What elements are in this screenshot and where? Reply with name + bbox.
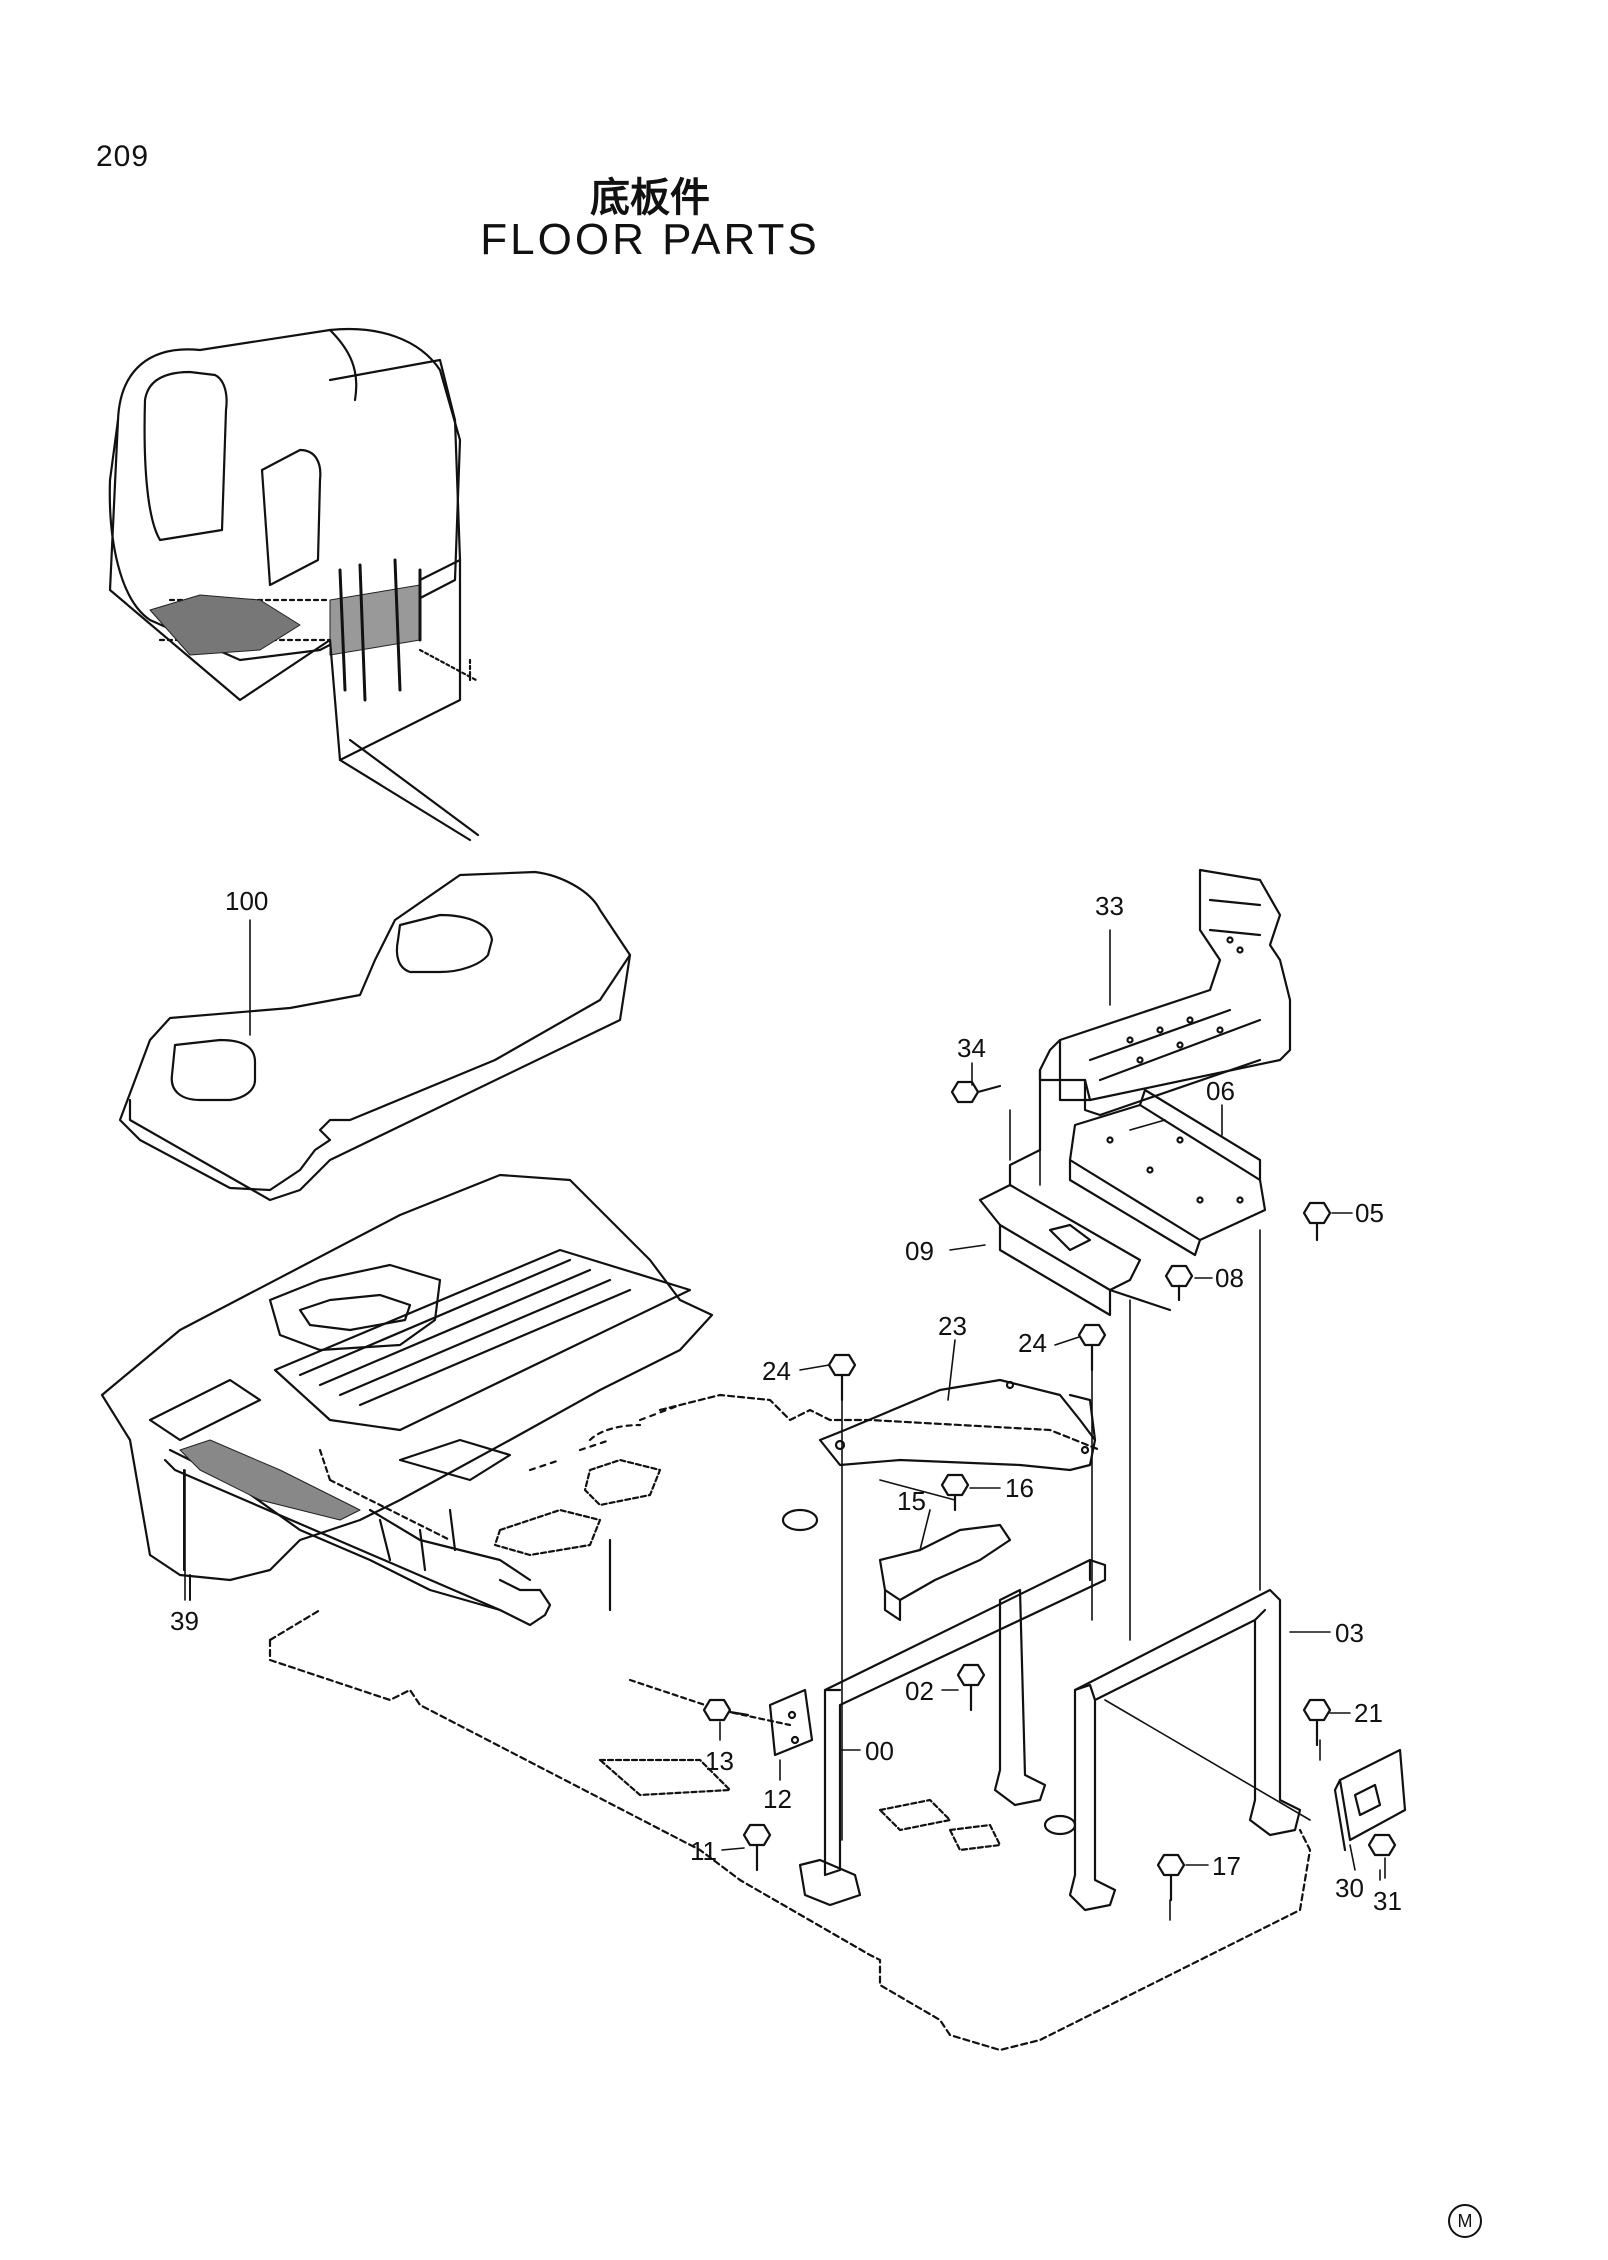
bracket-06 [1068,1088,1267,1257]
callout-34: 34 [957,1033,986,1063]
callout-03: 03 [1335,1618,1364,1648]
registered-mark: M [1448,2204,1482,2238]
callout-16: 16 [1005,1473,1034,1503]
callout-100: 100 [225,886,268,916]
bolt-24-left [827,1353,857,1402]
bolt-05 [1302,1201,1332,1242]
callout-33: 33 [1095,891,1124,921]
callout-39: 39 [170,1606,199,1636]
bracket-09 [978,1148,1172,1317]
callout-09: 09 [905,1236,934,1266]
bolt-02 [956,1663,986,1712]
bolt-13 [702,1698,750,1722]
callout-24-left: 24 [762,1356,791,1386]
bolt-11 [742,1823,772,1872]
rear-frame-33 [1038,868,1292,1152]
callout-21: 21 [1354,1698,1383,1728]
floor-mat-100 [118,870,632,1202]
bolt-21 [1302,1698,1332,1747]
callout-11: 11 [690,1836,717,1866]
callout-labels: 100 39 33 34 06 05 09 08 23 24 24 15 16 … [170,886,1402,1916]
callout-24-right: 24 [1018,1328,1047,1358]
title-english: FLOOR PARTS [480,215,820,264]
floor-tray-39 [100,1173,714,1627]
mount-15 [878,1523,1012,1622]
title-chinese: 底板件 [590,175,710,221]
bracket-30 [1333,1748,1407,1852]
base-floor-plate [268,1393,1312,2052]
page-number: 209 [96,140,150,173]
callout-17: 17 [1212,1851,1241,1881]
bolt-16 [940,1473,970,1512]
assembly-lines [841,1109,1381,1921]
bolt-24-right [1077,1323,1107,1372]
callout-23: 23 [938,1311,967,1341]
bolts [702,1080,1397,1902]
bolt-34 [950,1080,1002,1104]
callout-30: 30 [1335,1873,1364,1903]
callout-08: 08 [1215,1263,1244,1293]
bolt-17 [1156,1853,1186,1902]
plate-23 [818,1378,1097,1472]
cab-overview [108,328,480,842]
bracket-12 [768,1688,814,1757]
callout-15: 15 [897,1486,926,1516]
callout-31: 31 [1373,1886,1402,1916]
callout-05: 05 [1355,1198,1384,1228]
callout-13: 13 [705,1746,734,1776]
callout-00: 00 [865,1736,894,1766]
callout-02: 02 [905,1676,934,1706]
callout-12: 12 [763,1784,792,1814]
callout-06: 06 [1206,1076,1235,1106]
bolt-08 [1164,1264,1194,1302]
leader-lines [184,919,1386,1879]
bolt-31 [1367,1833,1397,1857]
